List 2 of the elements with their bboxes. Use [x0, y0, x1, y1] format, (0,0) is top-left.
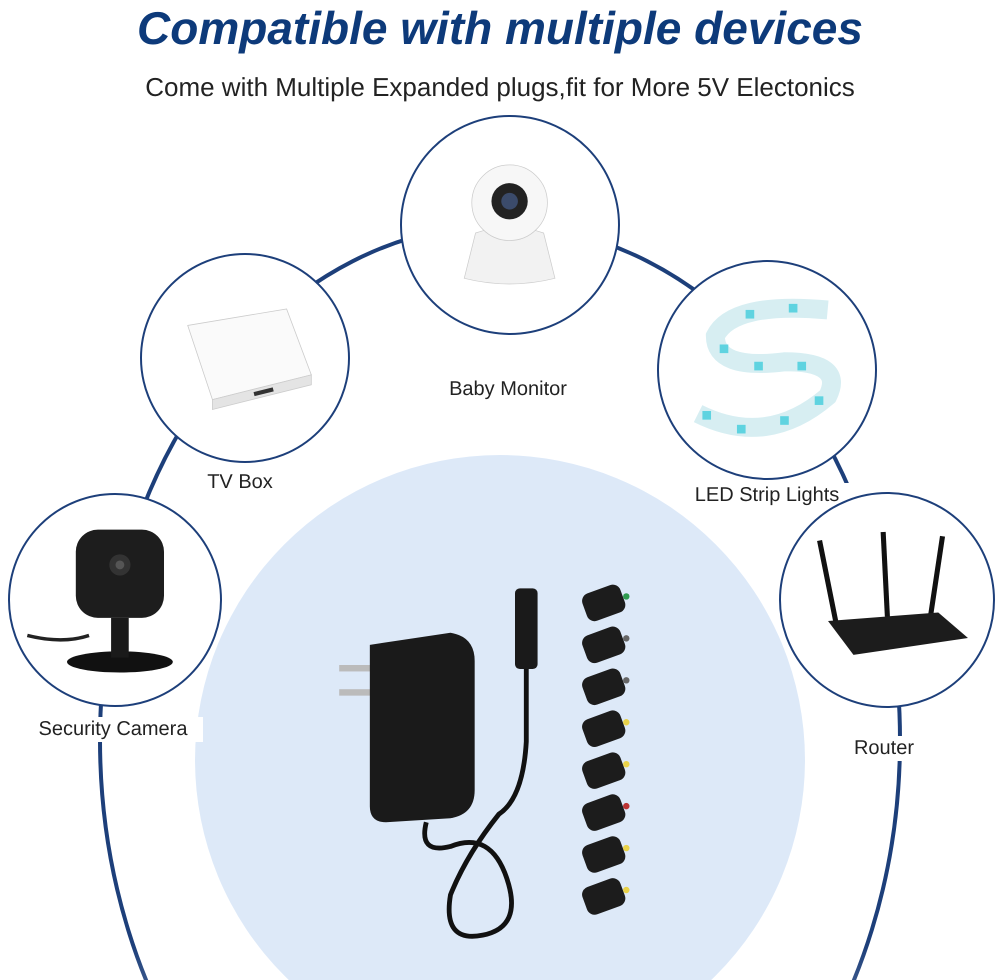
subtitle: Come with Multiple Expanded plugs,fit for More 5V Electonics — [144, 71, 856, 104]
title: Compatible with multiple devices — [136, 2, 864, 54]
